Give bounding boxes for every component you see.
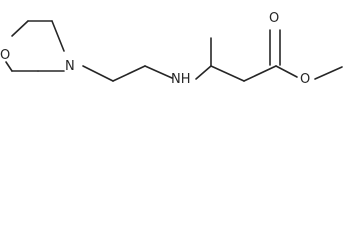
chemical-structure: O N NH O O	[0, 11, 343, 87]
butanoate-chain	[195, 29, 343, 82]
bond	[243, 65, 277, 82]
morpholine-oxygen-label: O	[0, 48, 10, 63]
bond	[5, 61, 13, 72]
atom-labels: O N NH O O	[0, 11, 310, 87]
bond	[11, 20, 29, 37]
bond	[195, 65, 212, 80]
ethyl-linker	[82, 65, 173, 82]
ester-oxygen-label: O	[300, 72, 310, 87]
morpholine-nitrogen-label: N	[65, 59, 75, 74]
bond	[144, 65, 173, 79]
bond	[51, 20, 65, 52]
bond	[314, 66, 343, 80]
bond	[275, 65, 298, 78]
carbonyl-oxygen-label: O	[269, 11, 279, 26]
bond	[82, 65, 114, 82]
amine-label: NH	[171, 72, 191, 87]
bond	[112, 65, 146, 82]
bond	[210, 65, 245, 82]
morpholine-ring	[5, 20, 65, 72]
